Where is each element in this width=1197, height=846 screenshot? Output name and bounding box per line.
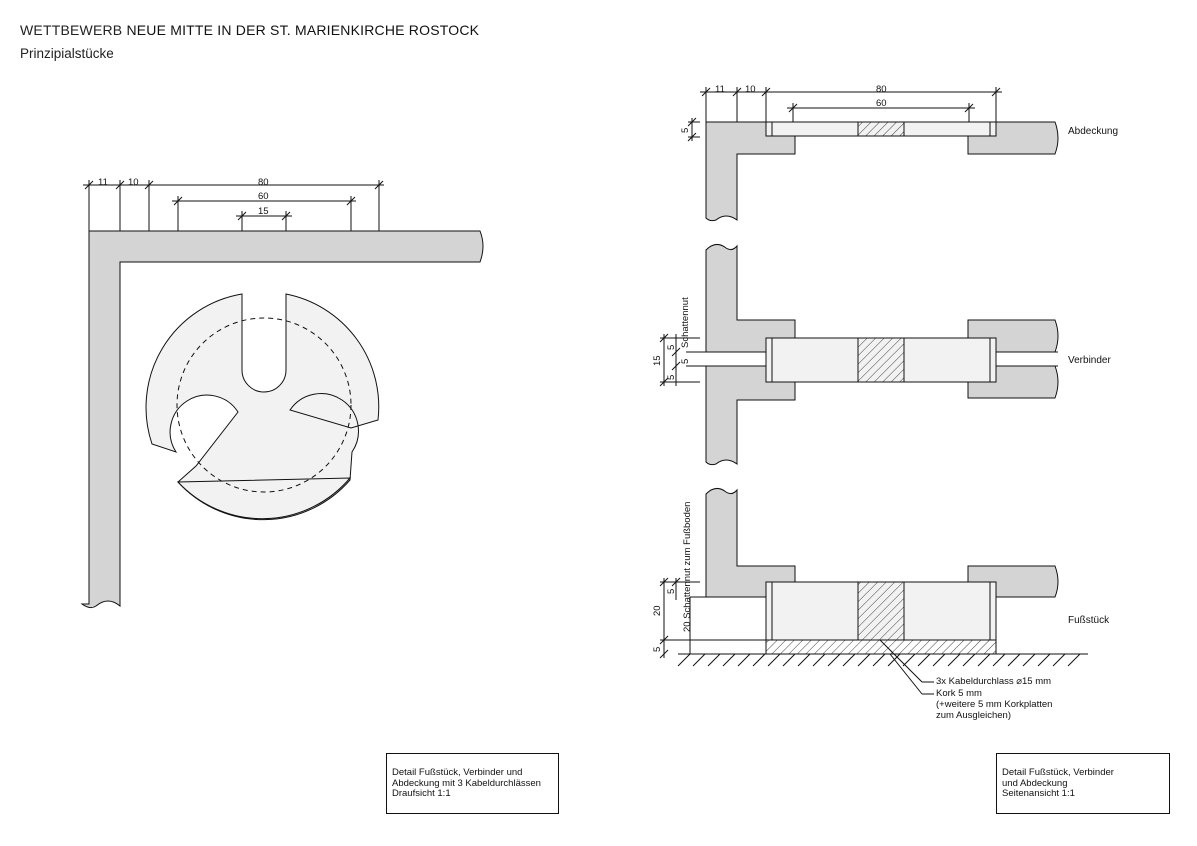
verbinder-dim-15: 15 bbox=[652, 355, 663, 366]
side-view-texts: 11 10 80 60 5 Abdeckung 15 5 5 5 Schatte… bbox=[652, 84, 1118, 721]
fussstueck-label: Fußstück bbox=[1068, 615, 1110, 626]
plan-wall bbox=[80, 230, 484, 609]
title-box-side-line: und Abdeckung bbox=[1002, 777, 1068, 789]
verbinder-hatch bbox=[857, 337, 905, 383]
verbinder-right-lower bbox=[967, 365, 1059, 399]
title-box-plan-line: Draufsicht 1:1 bbox=[392, 788, 451, 799]
verbinder-dim-5a: 5 bbox=[666, 345, 677, 350]
side-dim-11: 11 bbox=[715, 84, 725, 95]
abdeckung-dim-5: 5 bbox=[680, 128, 691, 133]
title-prefix: WETTBEWERB bbox=[20, 22, 123, 38]
fuss-dim-5a: 5 bbox=[666, 589, 677, 594]
verbinder-wall-lower bbox=[705, 365, 796, 466]
plan-dim-lines bbox=[83, 180, 384, 231]
side-dim-10: 10 bbox=[745, 84, 756, 95]
header: WETTBEWERB NEUE MITTE IN DER ST. MARIENK… bbox=[20, 22, 479, 61]
title-box-side-line: Seitenansicht 1:1 bbox=[1002, 788, 1075, 799]
note-cable: 3x Kabeldurchlass ⌀15 mm bbox=[936, 676, 1051, 687]
fuss-dim-20: 20 bbox=[652, 605, 663, 616]
verbinder-dim-5c: 5 bbox=[666, 375, 677, 380]
title-box-side: Detail Fußstück, Verbinder und Abdeckung… bbox=[996, 753, 1170, 814]
abdeckung-wall bbox=[705, 121, 1059, 222]
side-dim-60: 60 bbox=[876, 98, 887, 109]
disc-lower bbox=[176, 477, 352, 520]
verbinder-vertical-label: Schattennut bbox=[680, 297, 691, 348]
note-cork-1: Kork 5 mm bbox=[936, 688, 982, 699]
verbinder-label: Verbinder bbox=[1068, 355, 1111, 366]
page-subtitle: Prinzipialstücke bbox=[20, 46, 114, 61]
side-view bbox=[659, 87, 1088, 695]
plan-dim-80: 80 bbox=[258, 177, 269, 188]
fuss-vertical-label: 20 Schattennut zum Fußboden bbox=[682, 502, 693, 632]
title-box-side-line: Detail Fußstück, Verbinder bbox=[1002, 767, 1114, 778]
title-box-plan-line: Abdeckung mit 3 Kabeldurchlässen bbox=[392, 777, 541, 789]
plan-dim-10: 10 bbox=[128, 177, 139, 188]
fuss-hatch bbox=[857, 581, 905, 641]
plan-dim-texts: 11 10 80 60 15 bbox=[98, 177, 269, 217]
note-cork-2: (+weitere 5 mm Korkplatten bbox=[936, 699, 1052, 710]
fuss-dim-5b: 5 bbox=[652, 647, 663, 652]
plan-dim-60: 60 bbox=[258, 191, 269, 202]
page-title: WETTBEWERB NEUE MITTE IN DER ST. MARIENK… bbox=[20, 22, 479, 38]
verbinder-dim-5b: 5 bbox=[680, 359, 691, 364]
verbinder-wall-upper bbox=[705, 244, 796, 353]
plan-view bbox=[80, 180, 484, 609]
disc-upper bbox=[145, 293, 380, 521]
plan-dim-15: 15 bbox=[258, 206, 269, 217]
title-main: NEUE MITTE IN DER ST. MARIENKIRCHE ROSTO… bbox=[126, 22, 480, 38]
abdeckung-hatch bbox=[857, 121, 905, 137]
title-box-plan-line: Detail Fußstück, Verbinder und bbox=[392, 767, 523, 778]
disc-dashed-circle bbox=[176, 317, 352, 493]
fuss-cork bbox=[765, 639, 997, 655]
title-box-plan: Detail Fußstück, Verbinder und Abdeckung… bbox=[386, 753, 559, 814]
note-cork-3: zum Ausgleichen) bbox=[936, 710, 1011, 721]
abdeckung-label: Abdeckung bbox=[1068, 126, 1118, 137]
plan-dim-11: 11 bbox=[98, 177, 108, 188]
fuss-wall bbox=[705, 488, 796, 598]
floor-hatch bbox=[677, 653, 1081, 667]
side-dim-80: 80 bbox=[876, 84, 887, 95]
